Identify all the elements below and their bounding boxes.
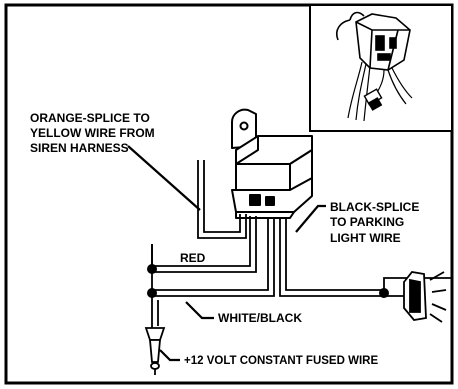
red-label: RED (180, 251, 206, 265)
inset-terminal-icon (363, 88, 383, 111)
parking-light-icon (403, 271, 447, 323)
splice-dot-parking (379, 288, 389, 298)
mounting-hole (239, 121, 249, 131)
inset-detail (309, 4, 453, 132)
white-black-leader (185, 301, 214, 320)
outer-border (4, 3, 454, 385)
relay-body (231, 108, 313, 219)
white-black-wire (152, 218, 269, 291)
constant-label: +12 VOLT CONSTANT FUSED WIRE (184, 355, 378, 367)
splice-dot-red (147, 264, 157, 274)
splice-dot-white-black (147, 288, 157, 298)
fuse-holder-icon (144, 327, 166, 375)
orange-label-line3: SIREN HARNESS (30, 141, 129, 155)
black-label-line1: BLACK-SPLICE (330, 200, 419, 214)
black-leader (295, 204, 326, 233)
constant-leader (159, 349, 180, 362)
black-wire (279, 218, 404, 297)
white-black-label: WHITE/BLACK (218, 311, 302, 325)
leader-lines (127, 145, 326, 362)
orange-label-line1: ORANGE-SPLICE TO (30, 111, 150, 125)
black-label-line2: TO PARKING (330, 215, 404, 229)
orange-wire (197, 160, 247, 239)
orange-leader (127, 145, 201, 211)
black-label-line3: LIGHT WIRE (330, 231, 401, 245)
inset-wires (347, 61, 413, 122)
relay-socket-icon (335, 11, 411, 71)
orange-label-line2: YELLOW WIRE FROM (30, 126, 155, 140)
